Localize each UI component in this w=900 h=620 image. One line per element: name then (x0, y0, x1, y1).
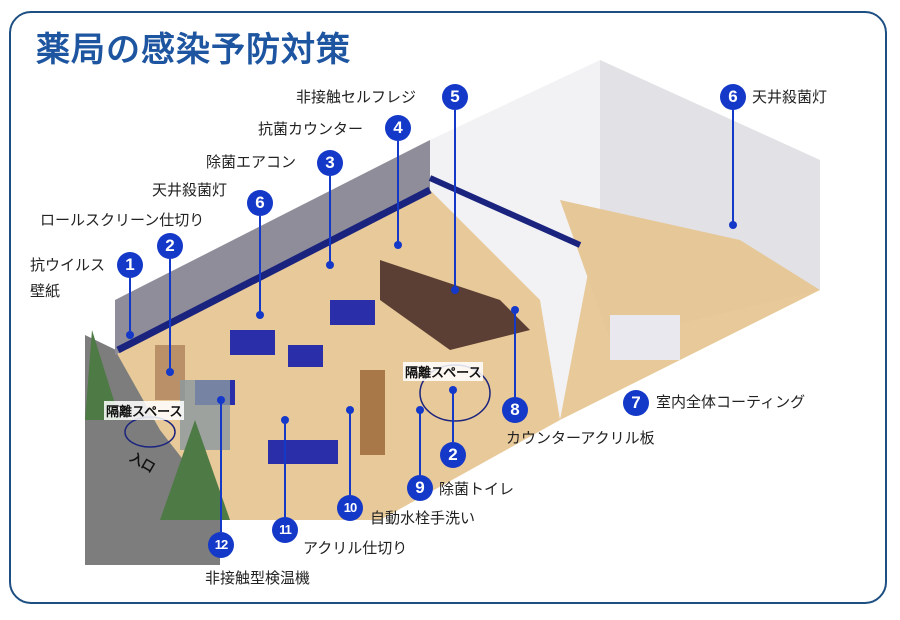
callout-label-antiviral-wallpaper: 抗ウイルス (30, 256, 106, 274)
callout-label-contactless-register: 非接触セルフレジ (296, 88, 417, 106)
callout-label-auto-faucet: 自動水栓手洗い (370, 509, 476, 527)
callout-marker-7: 7 (623, 390, 649, 416)
callout-label-roll-screen: ロールスクリーン仕切り (40, 211, 205, 229)
back-room-floor (560, 200, 820, 340)
callout-label-contactless-thermometer: 非接触型検温機 (205, 569, 311, 587)
callout-marker-3: 3 (317, 150, 343, 176)
callout-label-counter-acrylic: カウンターアクリル板 (506, 429, 655, 447)
callout-marker-9: 9 (407, 475, 433, 501)
callout-marker-8: 8 (502, 397, 528, 423)
callout-marker-12: 12 (208, 532, 234, 558)
back-room-shade (600, 60, 820, 290)
callout-label-sterilizing-aircon: 除菌エアコン (206, 153, 297, 171)
isolation-space-label: 隔離スペース (104, 401, 185, 420)
left-wall (115, 140, 430, 355)
callout-marker-2-isolation: 2 (440, 442, 466, 468)
tree (85, 330, 120, 420)
callout-label-antiviral-wallpaper-2: 壁紙 (30, 282, 61, 300)
diagram-frame (9, 11, 887, 604)
page-title: 薬局の感染予防対策 (36, 30, 351, 70)
callout-marker-11: 11 (272, 517, 298, 543)
callout-lines (129, 110, 734, 532)
callout-marker-2: 2 (157, 233, 183, 259)
callout-marker-10: 10 (337, 495, 363, 521)
target-dots (126, 221, 737, 424)
callout-marker-1: 1 (117, 252, 143, 278)
callout-label-ceiling-uv-lamp: 天井殺菌灯 (152, 181, 228, 199)
isolation-space-label-2: 隔離スペース (403, 362, 484, 381)
callout-marker-4: 4 (385, 115, 411, 141)
callout-label-acrylic-partition: アクリル仕切り (303, 539, 408, 557)
callout-label-room-coating: 室内全体コーティング (656, 393, 806, 411)
callout-label-ceiling-uv-lamp-back: 天井殺菌灯 (752, 88, 828, 106)
callout-label-sterilizing-toilet: 除菌トイレ (439, 480, 515, 498)
counter (380, 260, 530, 350)
callout-label-antibacterial-counter: 抗菌カウンター (258, 120, 364, 138)
shelf (360, 370, 385, 455)
glass-wall (180, 380, 230, 450)
tree (160, 420, 230, 520)
callout-marker-6: 6 (247, 190, 273, 216)
callout-marker-6-back: 6 (720, 84, 746, 110)
callout-marker-5: 5 (442, 84, 468, 110)
right-counter (610, 315, 680, 360)
